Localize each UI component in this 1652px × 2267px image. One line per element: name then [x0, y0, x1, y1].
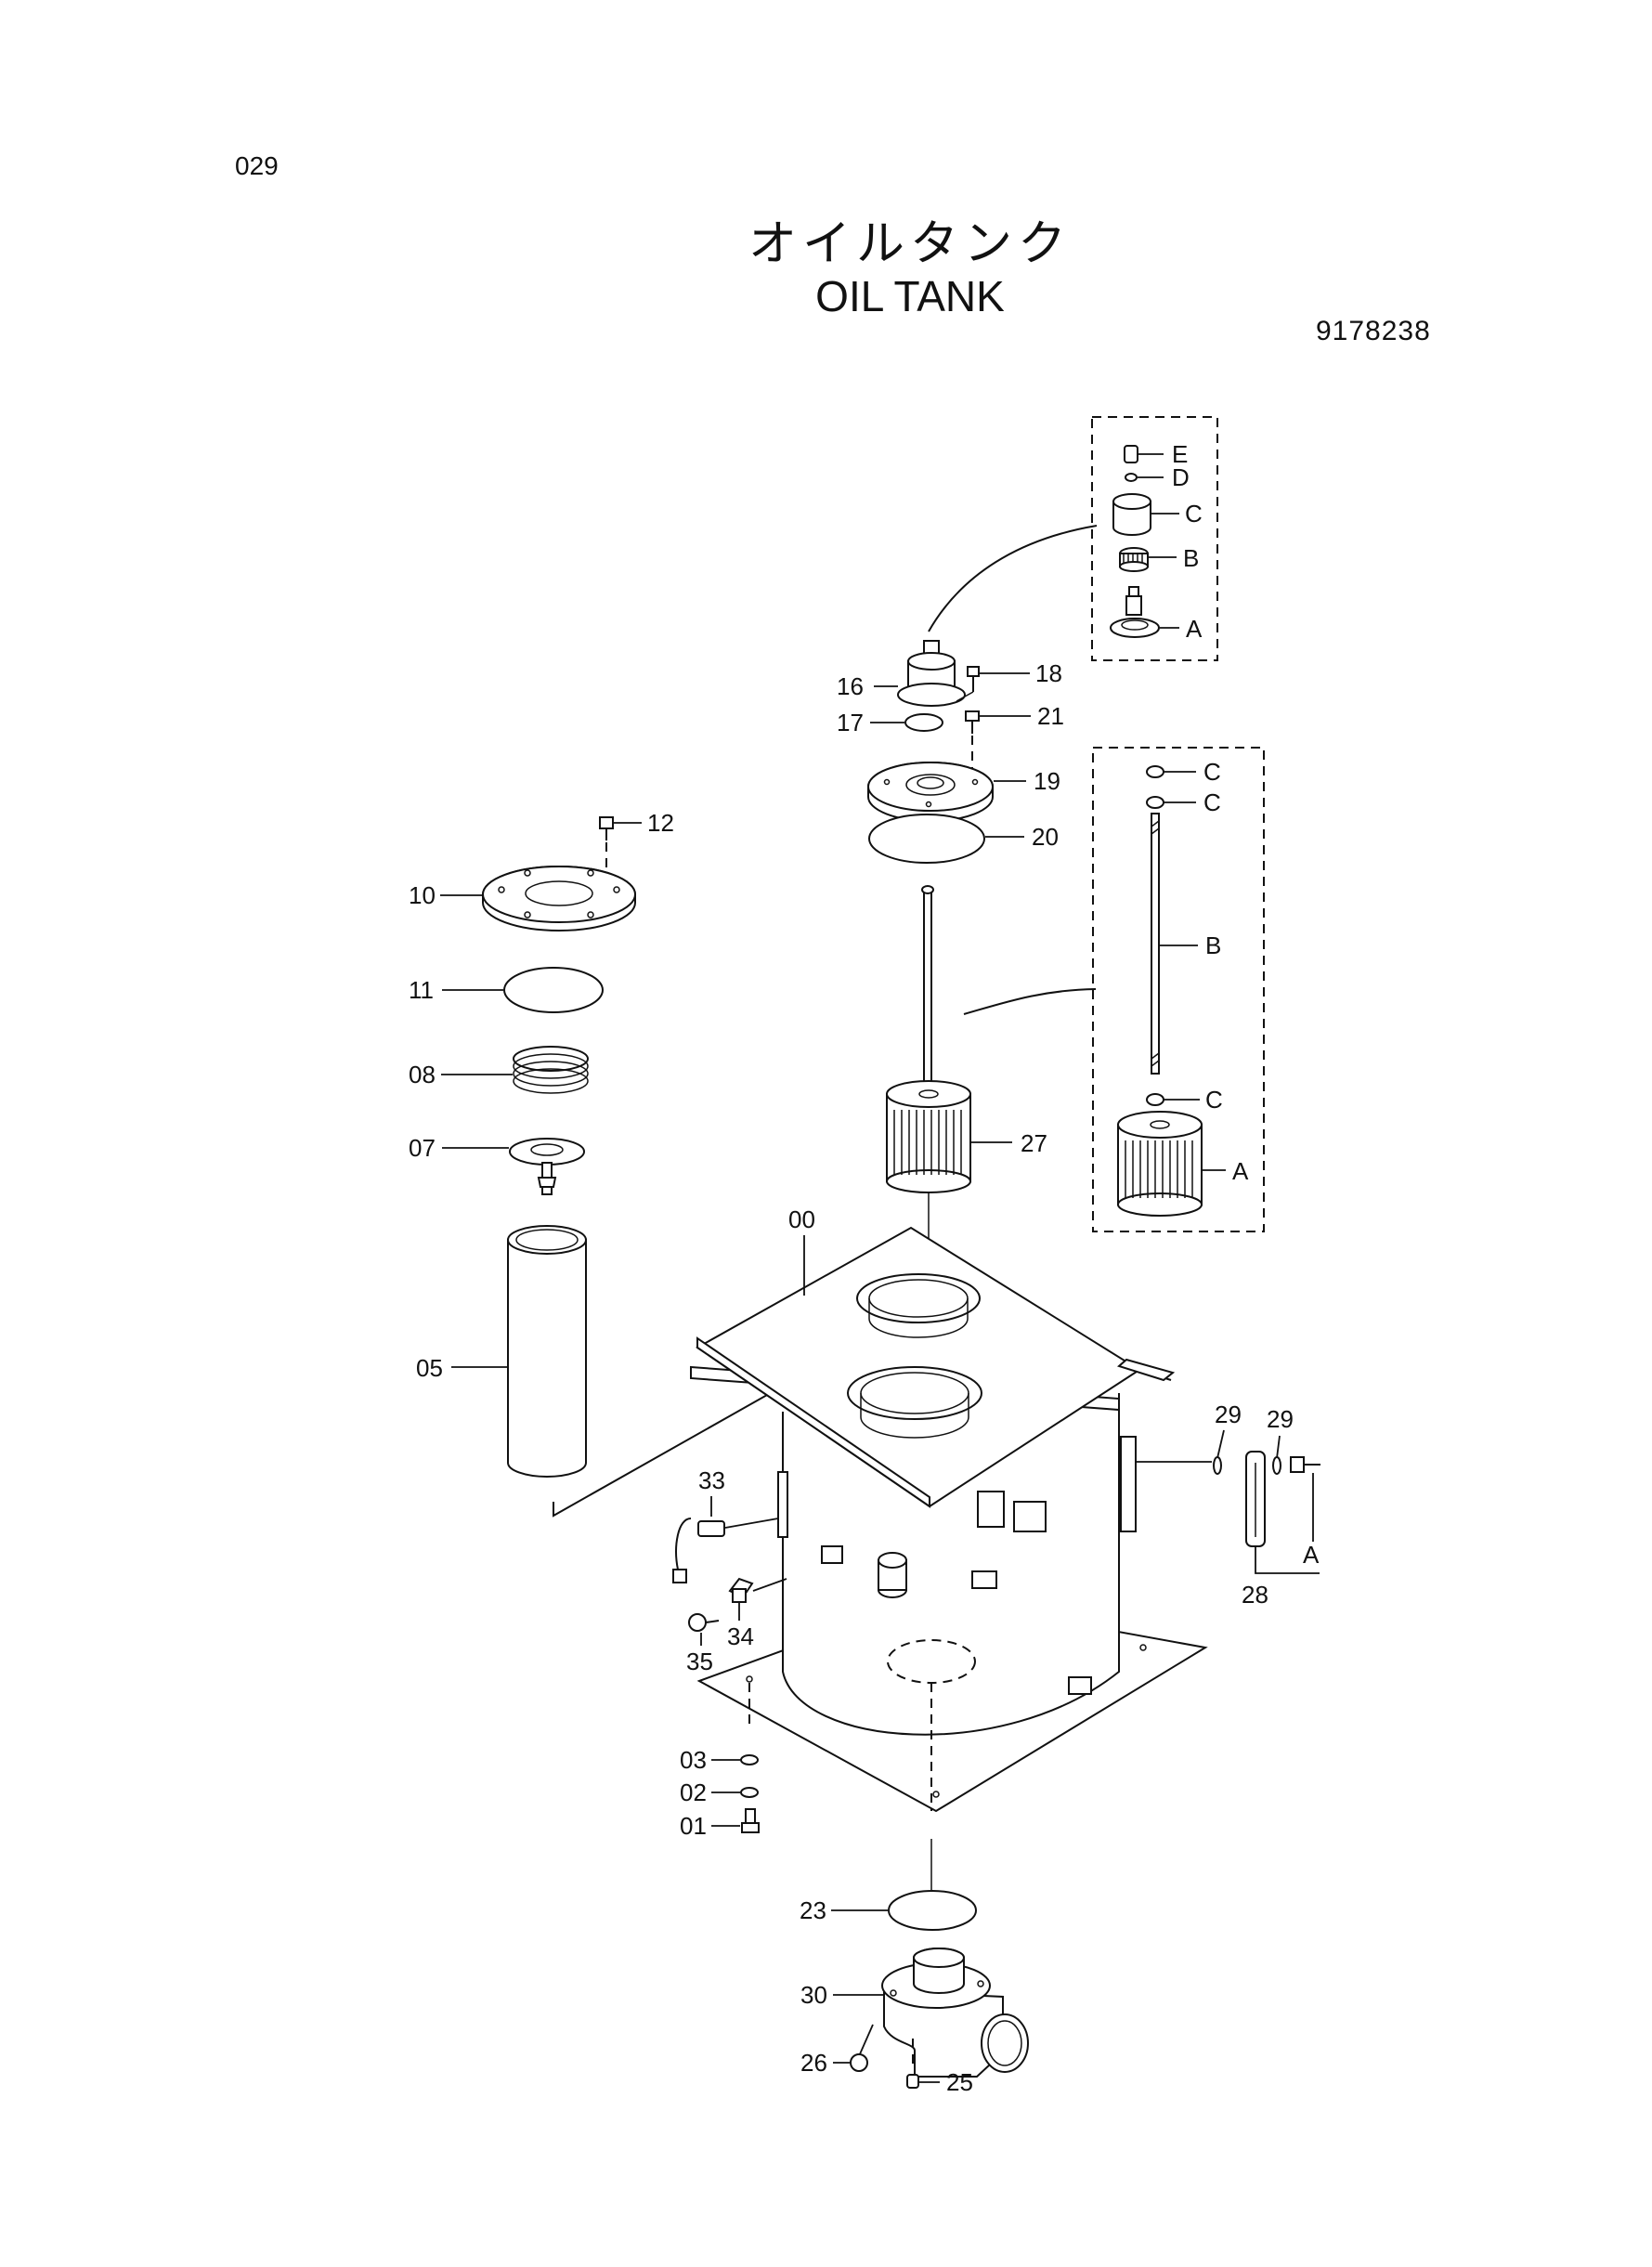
- inset-cap-label-e: E: [1172, 440, 1188, 468]
- washer-03: 03: [680, 1746, 759, 1774]
- cover-plate-10: 10: [409, 866, 636, 932]
- callout-03: 03: [680, 1746, 707, 1774]
- inset-filter-label-b: B: [1205, 932, 1221, 959]
- strainer-05: 05: [416, 1225, 587, 1478]
- callout-16: 16: [837, 672, 864, 700]
- gasket-20: 20: [868, 814, 1059, 864]
- plug-25: 25: [906, 2039, 973, 2096]
- callout-20: 20: [1032, 823, 1059, 851]
- callout-29a: 29: [1215, 1401, 1242, 1428]
- callout-a-side: A: [1303, 1541, 1320, 1569]
- filter-nut-c-2: C: [1146, 788, 1221, 816]
- filter-nut-c-3: C: [1146, 1086, 1223, 1114]
- inset-cap-label-b: B: [1183, 544, 1199, 572]
- bolt-01: 01: [680, 1808, 760, 1840]
- cap-part-b: B: [1119, 544, 1199, 572]
- callout-02: 02: [680, 1778, 707, 1806]
- callout-26: 26: [800, 2049, 827, 2077]
- callout-35: 35: [686, 1648, 713, 1675]
- callout-27: 27: [1021, 1129, 1047, 1157]
- inset-filter-label-c1: C: [1203, 758, 1221, 786]
- inset-cap-label-d: D: [1172, 463, 1190, 491]
- inset-filter-label-c2: C: [1203, 788, 1221, 816]
- filter-27: 27: [886, 885, 1047, 1193]
- callout-19: 19: [1034, 767, 1060, 795]
- suction-pipe-30: 30: [800, 1948, 1029, 2078]
- o-ring-17: 17: [837, 709, 943, 736]
- inset-filter-label-a: A: [1232, 1157, 1249, 1185]
- callout-10: 10: [409, 881, 436, 909]
- callout-11: 11: [409, 976, 434, 1004]
- page-number: 029: [235, 151, 279, 180]
- callout-00: 00: [788, 1205, 815, 1233]
- bolt-35: 35: [686, 1613, 720, 1675]
- bolt-12: 12: [599, 809, 674, 868]
- cap-part-a: A: [1110, 586, 1203, 643]
- washers-29: 29 29 A: [1137, 1401, 1320, 1569]
- callout-25: 25: [946, 2068, 973, 2096]
- callout-23: 23: [800, 1896, 826, 1924]
- filter-rod-b: B: [1151, 813, 1221, 1075]
- callout-01: 01: [680, 1812, 707, 1840]
- filter-nut-c-1: C: [1146, 758, 1221, 786]
- inset-filter-label-c3: C: [1205, 1086, 1223, 1114]
- inset-filter: C C B C: [963, 747, 1265, 1232]
- washer-02: 02: [680, 1778, 759, 1806]
- drawing-number: 9178238: [1316, 316, 1431, 346]
- callout-33: 33: [698, 1466, 725, 1494]
- callout-18: 18: [1035, 659, 1062, 687]
- callout-29b: 29: [1267, 1405, 1294, 1433]
- callout-28: 28: [1242, 1581, 1268, 1609]
- callout-21: 21: [1037, 702, 1064, 730]
- cap-part-e: E: [1124, 440, 1188, 468]
- inset-cap: E D C B: [928, 416, 1218, 661]
- gasket-23: 23: [800, 1890, 977, 1931]
- bolt-26: 26: [800, 2024, 874, 2077]
- cap-part-c: C: [1112, 493, 1203, 536]
- callout-17: 17: [837, 709, 864, 736]
- spring-08: 08: [409, 1046, 589, 1094]
- bolt-18: 18: [956, 659, 1062, 702]
- sensor-33: 33: [672, 1466, 788, 1583]
- title-japanese: オイルタンク: [748, 216, 1072, 272]
- callout-12: 12: [647, 809, 674, 837]
- callout-05: 05: [416, 1354, 443, 1382]
- callout-07: 07: [409, 1134, 436, 1162]
- callout-30: 30: [800, 1981, 827, 2009]
- callout-08: 08: [409, 1061, 436, 1088]
- cap-part-d: D: [1125, 463, 1190, 491]
- callout-34: 34: [727, 1622, 754, 1650]
- tank-00: 00: [690, 1205, 1208, 1813]
- gasket-11: 11: [409, 967, 604, 1013]
- bolt-21: 21: [965, 702, 1064, 773]
- valve-07: 07: [409, 1134, 585, 1195]
- filter-element-a: A: [1117, 1111, 1249, 1217]
- plate-28: 28: [1242, 1451, 1320, 1609]
- cover-19: 19: [867, 762, 1060, 822]
- inset-cap-label-a: A: [1186, 615, 1203, 643]
- breather-cap-16: 16: [837, 640, 966, 707]
- inset-cap-label-c: C: [1185, 500, 1203, 528]
- clamp-34: 34: [727, 1577, 787, 1650]
- title-english: OIL TANK: [815, 272, 1005, 320]
